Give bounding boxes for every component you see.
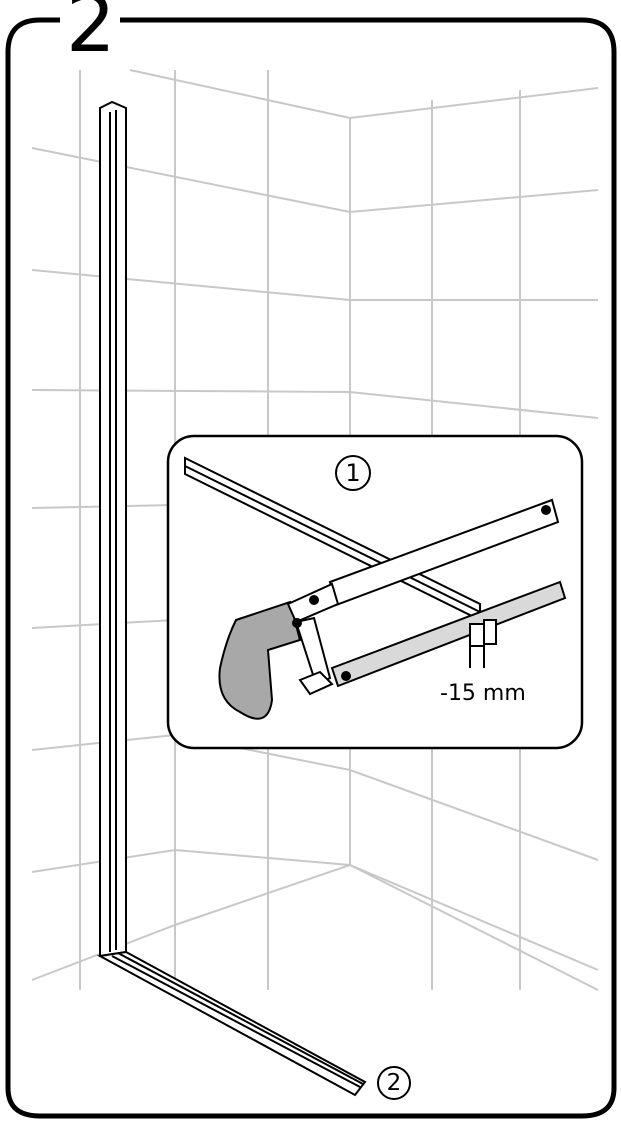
step-number: 2 xyxy=(62,0,120,64)
frame-border xyxy=(5,17,617,1119)
saw-handle xyxy=(218,600,302,720)
saw-blade xyxy=(330,580,567,688)
callout-2: 2 xyxy=(377,1066,411,1100)
floor-profile xyxy=(96,950,367,1097)
profile-end xyxy=(469,623,485,647)
dimension-label: -15 mm xyxy=(440,681,526,706)
vertical-profile xyxy=(99,100,127,958)
callout-1: 1 xyxy=(335,455,371,491)
inset-scene xyxy=(184,456,567,720)
